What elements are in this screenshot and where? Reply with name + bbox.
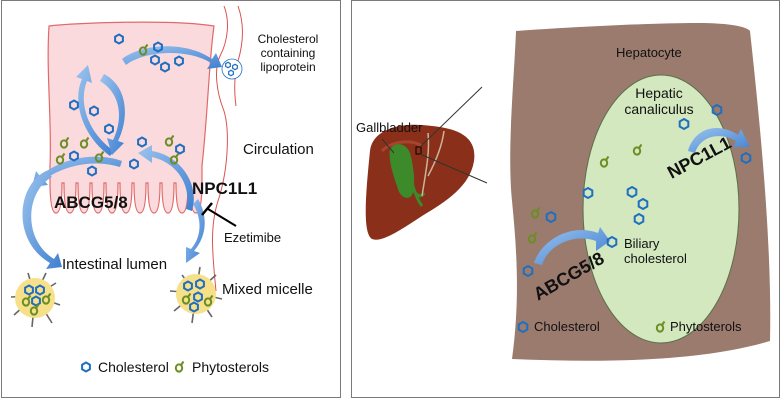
abcg58-label: ABCG5/8 [54,193,128,212]
legend-cholesterol-icon [81,361,91,373]
abcg58-efflux-arrow [534,227,610,265]
hepatocyte-label: Hepatocyte [616,45,682,60]
npc1l1-uptake-arrow [186,199,205,263]
gallbladder-pointer [381,138,395,154]
npc1l1-reuptake-arrow [688,128,750,153]
gallbladder-label: Gallbladder [356,120,423,135]
zoom-line [419,86,483,148]
biliary-cholesterol-label: Biliary cholesterol [624,236,687,266]
blood-vessel-wall [212,5,228,292]
ezetimibe-inhibition-line [207,208,237,227]
npc1l1-label: NPC1L1 [192,179,258,198]
liver-illustration [365,124,475,240]
intestine-diagram [10,5,243,373]
legend-cholesterol-label: Cholesterol [98,359,169,375]
legend-cholesterol-label: Cholesterol [534,319,600,334]
intestinal-lumen-label: Intestinal lumen [62,256,168,273]
transport-arrow [100,74,125,155]
liver-panel: Gallbladder Hepatocyte Hepatic canalicul… [351,0,780,398]
ezetimibe-inhibition-bar [201,202,213,216]
lipoprotein-label: Cholesterol containing lipoprotein [257,32,319,74]
transport-arrow [76,65,114,156]
legend-phytosterols-label: Phytosterols [192,359,270,375]
zoom-box [415,146,422,155]
legend-phytosterols-label: Phytosterols [670,319,742,334]
lipoprotein-particle [221,58,243,80]
transport-arrow [138,145,194,211]
intestine-panel: Cholesterol containing lipoprotein Circu… [1,0,341,398]
mixed-micelle-label: Mixed micelle [222,281,313,298]
liver-diagram [365,23,771,361]
micelle-right [169,266,223,324]
gallbladder-illustration [389,144,415,198]
legend-phytosterol-icon [174,360,185,373]
ezetimibe-label: Ezetimibe [224,230,282,245]
zoom-line [419,153,488,184]
hepatic-canaliculus-label: Hepatic canaliculus [624,85,694,118]
circulation-label: Circulation [243,141,314,158]
abcg-efflux-arrow [22,171,62,269]
micelle-left [10,272,61,328]
